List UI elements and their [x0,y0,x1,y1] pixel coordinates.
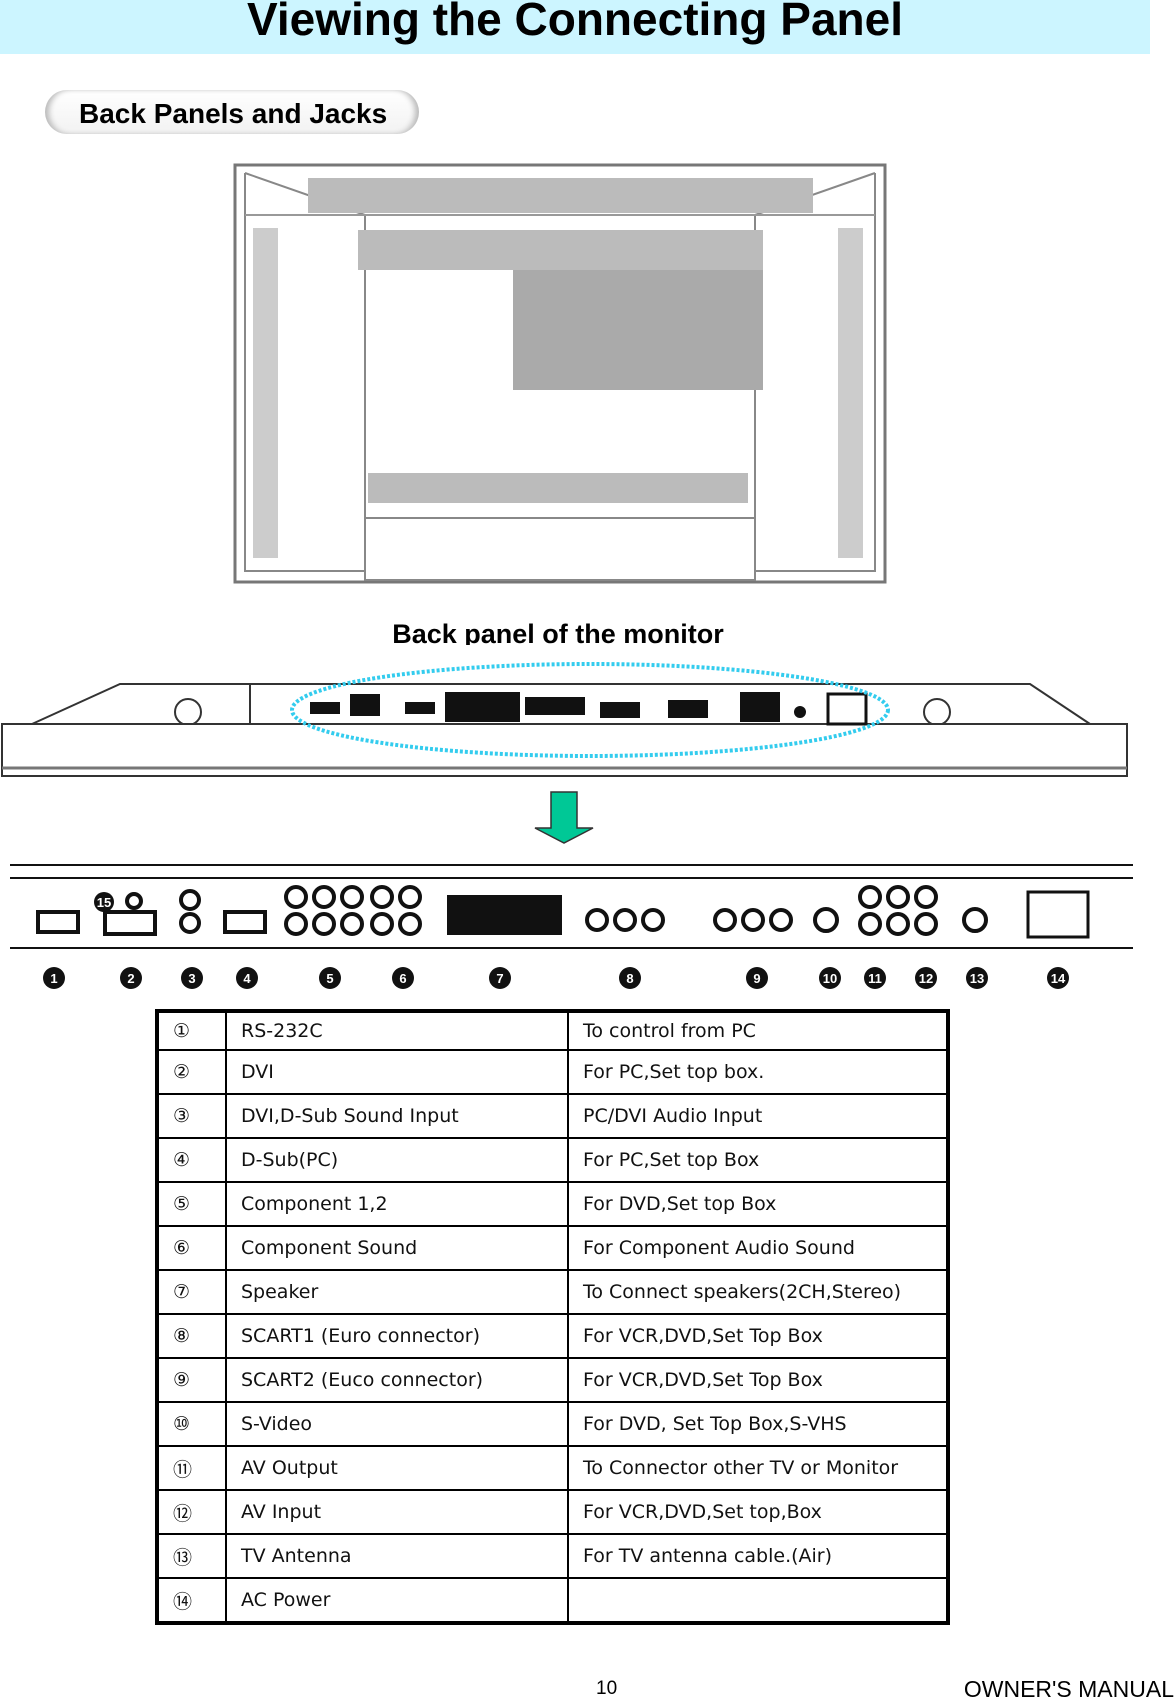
connector-name: Speaker [225,1269,569,1315]
callout-10: 10 [823,971,837,986]
row-number: ⑨ [156,1357,227,1403]
connector-name: DVI,D-Sub Sound Input [225,1093,569,1139]
row-number: ④ [156,1137,227,1183]
page-number: 10 [596,1678,618,1699]
connector-description: For DVD,Set top Box [567,1181,949,1227]
connector-description: For Component Audio Sound [567,1225,949,1271]
footer-label: OWNER'S MANUAL [963,1676,1174,1702]
row-number: ② [156,1049,227,1095]
callout-8: 8 [626,971,633,986]
connector-name: S-Video [225,1401,569,1447]
connector-name: D-Sub(PC) [225,1137,569,1183]
connector-description: For PC,Set top Box [567,1137,949,1183]
connector-name: AC Power [225,1577,569,1624]
connector-name: AV Output [225,1445,569,1491]
connector-description: For VCR,DVD,Set Top Box [567,1357,949,1403]
connector-name: Component 1,2 [225,1181,569,1227]
callout-7: 7 [496,971,503,986]
connector-description: To control from PC [567,1010,949,1051]
down-arrow-icon [534,791,594,844]
callout-3: 3 [188,971,195,986]
section-title: Back Panels and Jacks [79,98,388,129]
connector-description: For VCR,DVD,Set Top Box [567,1313,949,1359]
connector-description: For DVD, Set Top Box,S-VHS [567,1401,949,1447]
callout-4: 4 [243,971,251,986]
page-title-bar: Viewing the Connecting Panel [0,0,1150,54]
figure-caption: Back panel of the monitor [392,619,724,645]
connector-name: RS-232C [225,1010,569,1051]
side-panel-illustration [1,662,1128,777]
callout-14: 14 [1051,971,1066,986]
row-number: ⑬ [156,1533,227,1579]
connector-name: DVI [225,1049,569,1095]
connector-description: To Connect speakers(2CH,Stereo) [567,1269,949,1315]
connector-name: Component Sound [225,1225,569,1271]
section-heading: Back Panels and Jacks [45,90,419,134]
connector-description: To Connector other TV or Monitor [567,1445,949,1491]
connector-name: TV Antenna [225,1533,569,1579]
connector-description: PC/DVI Audio Input [567,1093,949,1139]
connector-name: SCART1 (Euro connector) [225,1313,569,1359]
callout-1: 1 [50,971,57,986]
monitor-back-illustration [233,163,887,584]
row-number: ⑥ [156,1225,227,1271]
callout-2: 2 [127,971,134,986]
page-title: Viewing the Connecting Panel [246,0,904,45]
row-number: ⑩ [156,1401,227,1447]
highlight-ellipse [290,662,890,758]
callout-15: 15 [97,895,111,910]
row-number: ① [156,1010,227,1051]
row-number: ⑫ [156,1489,227,1535]
callout-5: 5 [326,971,333,986]
connector-name: SCART2 (Euco connector) [225,1357,569,1403]
callout-9: 9 [753,971,760,986]
connector-description: For VCR,DVD,Set top,Box [567,1489,949,1535]
row-number: ③ [156,1093,227,1139]
row-number: ⑤ [156,1181,227,1227]
connector-description: For TV antenna cable.(Air) [567,1533,949,1579]
connector-strip-illustration: 1 2 3 4 5 6 7 8 9 10 11 12 13 14 15 [10,864,1133,989]
row-number: ⑦ [156,1269,227,1315]
callout-12: 12 [919,971,933,986]
callout-13: 13 [970,971,984,986]
callout-11: 11 [868,971,882,986]
connector-description: For PC,Set top box. [567,1049,949,1095]
callout-6: 6 [399,971,406,986]
connector-name: AV Input [225,1489,569,1535]
row-number: ⑧ [156,1313,227,1359]
connector-description [567,1577,949,1624]
row-number: ⑭ [156,1577,227,1624]
row-number: ⑪ [156,1445,227,1491]
